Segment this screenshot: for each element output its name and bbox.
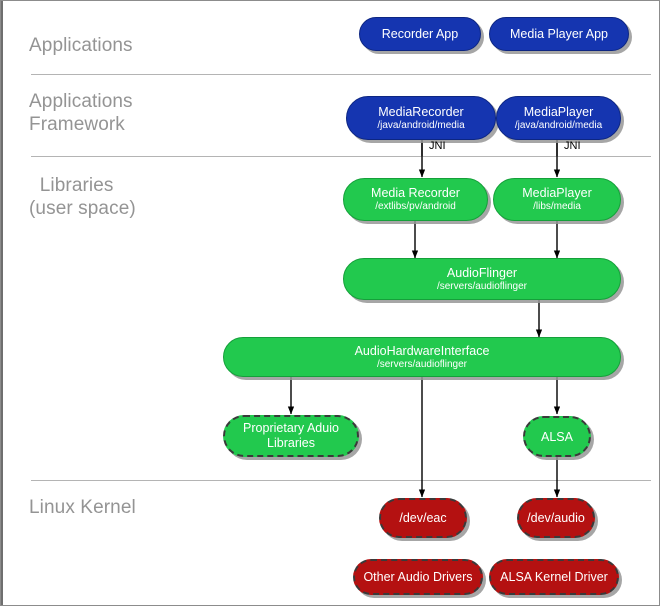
node-title: Other Audio Drivers xyxy=(363,570,473,584)
node-media-player-app[interactable]: Media Player App xyxy=(489,17,629,51)
layer-label-libraries: Libraries (user space) xyxy=(29,175,136,219)
node-title: ALSA Kernel Driver xyxy=(500,570,608,584)
node-title: Media Player App xyxy=(510,27,608,41)
divider-libraries xyxy=(31,480,651,481)
frame-left-rule xyxy=(1,1,3,605)
node-subtitle: /extlibs/pv/android xyxy=(375,201,456,212)
node-title: Recorder App xyxy=(381,27,459,41)
node-subtitle: /libs/media xyxy=(533,201,581,212)
node-subtitle: /java/android/media xyxy=(514,119,603,131)
node-mediaplayer-lib[interactable]: MediaPlayer /libs/media xyxy=(493,178,621,221)
node-alsa-kernel-driver[interactable]: ALSA Kernel Driver xyxy=(489,559,619,595)
node-title: Media Recorder xyxy=(371,186,460,200)
divider-applications xyxy=(31,74,651,75)
node-dev-eac[interactable]: /dev/eac xyxy=(379,498,467,538)
layer-label-applications: Applications xyxy=(29,35,133,56)
edge-label-jni-recorder: JNI xyxy=(429,140,446,152)
node-media-recorder-lib[interactable]: Media Recorder /extlibs/pv/android xyxy=(343,178,488,221)
node-subtitle: /servers/audioflinger xyxy=(376,358,468,370)
node-title: /dev/eac xyxy=(399,511,447,525)
node-audiohardwareinterface[interactable]: AudioHardwareInterface /servers/audiofli… xyxy=(223,337,621,377)
node-subtitle: /java/android/media xyxy=(377,119,465,131)
divider-framework xyxy=(31,156,651,157)
node-mediaplayer-framework[interactable]: MediaPlayer /java/android/media xyxy=(496,96,621,140)
layer-label-kernel: Linux Kernel xyxy=(29,497,136,518)
node-proprietary-audio-libs[interactable]: Proprietary Aduio Libraries xyxy=(223,415,359,457)
node-other-audio-drivers[interactable]: Other Audio Drivers xyxy=(353,559,483,595)
node-title: MediaPlayer xyxy=(523,104,594,119)
node-title: /dev/audio xyxy=(527,511,585,525)
edge-label-jni-player: JNI xyxy=(564,140,581,152)
node-title: MediaRecorder xyxy=(378,104,464,119)
node-alsa[interactable]: ALSA xyxy=(523,416,591,457)
node-title: ALSA xyxy=(541,429,573,444)
node-title: MediaPlayer xyxy=(522,186,592,200)
node-recorder-app[interactable]: Recorder App xyxy=(359,17,481,51)
node-subtitle: /servers/audioflinger xyxy=(436,280,528,292)
layer-label-framework: Applications Framework xyxy=(29,91,133,135)
node-title: Proprietary Aduio xyxy=(243,421,339,435)
node-dev-audio[interactable]: /dev/audio xyxy=(517,498,595,538)
node-subtitle: Libraries xyxy=(267,436,315,450)
node-mediarecorder-framework[interactable]: MediaRecorder /java/android/media xyxy=(346,96,496,140)
node-title: AudioFlinger xyxy=(446,265,518,280)
node-title: AudioHardwareInterface xyxy=(354,343,490,358)
node-audioflinger[interactable]: AudioFlinger /servers/audioflinger xyxy=(343,258,621,300)
